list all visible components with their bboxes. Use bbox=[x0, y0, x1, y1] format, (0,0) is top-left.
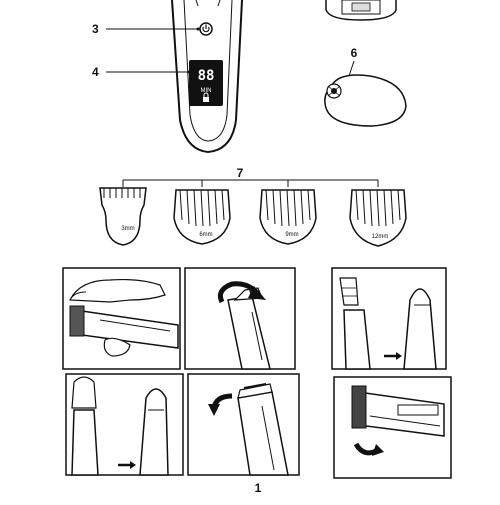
step-panel-3 bbox=[331, 267, 447, 370]
lock-icon bbox=[203, 92, 209, 102]
callout-4-label: 4 bbox=[92, 65, 99, 79]
step-panel-2 bbox=[184, 267, 296, 370]
rotate-arrow-icon-3 bbox=[353, 442, 384, 456]
callout-7-label: 7 bbox=[237, 166, 244, 180]
display-unit: MIN bbox=[201, 88, 212, 94]
rotate-arrow-icon-2 bbox=[208, 393, 233, 416]
step-panel-6 bbox=[333, 376, 452, 479]
step-panel-1 bbox=[62, 267, 181, 370]
slide-arrow-icon bbox=[384, 352, 402, 360]
slide-arrow-icon-2 bbox=[118, 461, 136, 469]
comb-6mm: 6mm bbox=[173, 189, 231, 245]
comb-9mm-label: 9mm bbox=[285, 232, 298, 238]
lcd-display: 88 MIN bbox=[189, 60, 223, 106]
nose-trimmer-attachment bbox=[324, 74, 407, 127]
step-panel-4 bbox=[65, 373, 184, 476]
comb-6mm-label: 6mm bbox=[199, 232, 212, 238]
step-panel-5 bbox=[187, 373, 300, 476]
callout-7: 7 bbox=[122, 166, 379, 187]
callout-3-label: 3 bbox=[92, 22, 99, 36]
power-icon bbox=[202, 24, 210, 33]
comb-3mm: 3mm bbox=[99, 187, 147, 246]
callout-3: 3 bbox=[92, 22, 200, 36]
callout-1-label: 1 bbox=[255, 481, 262, 495]
callout-6-label: 6 bbox=[351, 46, 358, 60]
power-button bbox=[199, 22, 213, 36]
comb-12mm-label: 12mm bbox=[372, 234, 389, 240]
trimmer-head-bottom bbox=[325, 0, 397, 21]
display-digits: 88 bbox=[198, 68, 215, 84]
comb-3mm-label: 3mm bbox=[121, 226, 134, 232]
rotate-arrow-icon bbox=[217, 281, 266, 304]
comb-12mm: 12mm bbox=[349, 189, 407, 247]
callout-4: 4 bbox=[92, 65, 191, 79]
comb-9mm: 9mm bbox=[259, 189, 317, 245]
